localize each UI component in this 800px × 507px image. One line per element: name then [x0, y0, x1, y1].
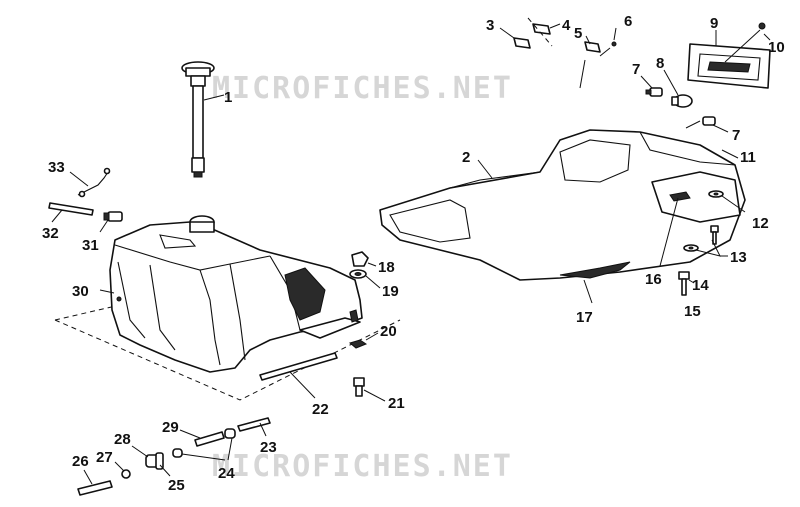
fuel-tank-part — [54, 215, 401, 401]
fitting-nut-part — [145, 452, 164, 470]
bolt-part-21 — [353, 377, 365, 397]
clip-part-4 — [527, 17, 553, 47]
watermark-bottom: MICROFICHES.NET — [212, 449, 513, 484]
callout-30: 30 — [72, 283, 89, 300]
pad-part — [348, 339, 368, 349]
callout-7-bottom: 7 — [732, 127, 740, 144]
callout-7-top: 7 — [632, 61, 640, 78]
watermark-top: MICROFICHES.NET — [212, 71, 513, 106]
callout-25: 25 — [168, 477, 185, 494]
callout-4: 4 — [562, 17, 571, 34]
callout-28: 28 — [114, 431, 131, 448]
callout-18: 18 — [378, 259, 395, 276]
taillight-lens-part — [687, 43, 771, 89]
callout-3: 3 — [486, 17, 494, 34]
callout-9: 9 — [710, 15, 718, 32]
screw-part-6 — [599, 41, 617, 57]
callout-6: 6 — [624, 13, 632, 30]
nut-part — [351, 251, 369, 267]
vent-fitting-part — [103, 211, 123, 222]
tube-part — [194, 431, 225, 447]
callout-23: 23 — [260, 439, 277, 456]
callout-16: 16 — [645, 271, 662, 288]
clip-part-5 — [579, 41, 601, 89]
callout-26: 26 — [72, 453, 89, 470]
callout-33: 33 — [48, 159, 65, 176]
sleeve-part — [172, 428, 236, 458]
fuel-sender-part — [181, 61, 215, 178]
callout-32: 32 — [42, 225, 59, 242]
socket-part-7-top — [645, 87, 663, 97]
callout-11: 11 — [740, 149, 756, 166]
callout-2: 2 — [462, 149, 470, 166]
bulb-part — [671, 94, 693, 108]
callout-27: 27 — [96, 449, 113, 466]
callout-5: 5 — [574, 25, 582, 42]
callout-13: 13 — [730, 249, 747, 266]
callout-19: 19 — [382, 283, 399, 300]
callout-21: 21 — [388, 395, 405, 412]
strip-part — [259, 352, 338, 381]
callout-24: 24 — [218, 465, 235, 482]
rod-part — [48, 202, 94, 216]
callout-10: 10 — [768, 39, 785, 56]
bolt-part-15 — [678, 271, 690, 296]
callout-17: 17 — [576, 309, 593, 326]
clip-part-3 — [513, 37, 531, 49]
callout-1: 1 — [224, 89, 232, 106]
callout-20: 20 — [380, 323, 397, 340]
pin-part-23 — [237, 417, 271, 432]
callout-8: 8 — [656, 55, 664, 72]
seat-part — [379, 129, 746, 281]
callout-22: 22 — [312, 401, 329, 418]
callout-29: 29 — [162, 419, 179, 436]
callout-12: 12 — [752, 215, 769, 232]
strap-part — [77, 167, 111, 198]
pin-part-26 — [77, 480, 113, 496]
callout-31: 31 — [82, 237, 99, 254]
screw-part-10 — [724, 22, 766, 63]
callout-14: 14 — [692, 277, 709, 294]
socket-part-7-bottom — [685, 116, 716, 129]
washer-part — [349, 269, 367, 279]
washer-part-14 — [683, 244, 699, 252]
callout-15: 15 — [684, 303, 701, 320]
ring-part — [121, 469, 131, 479]
seat-foam-part — [559, 261, 631, 279]
